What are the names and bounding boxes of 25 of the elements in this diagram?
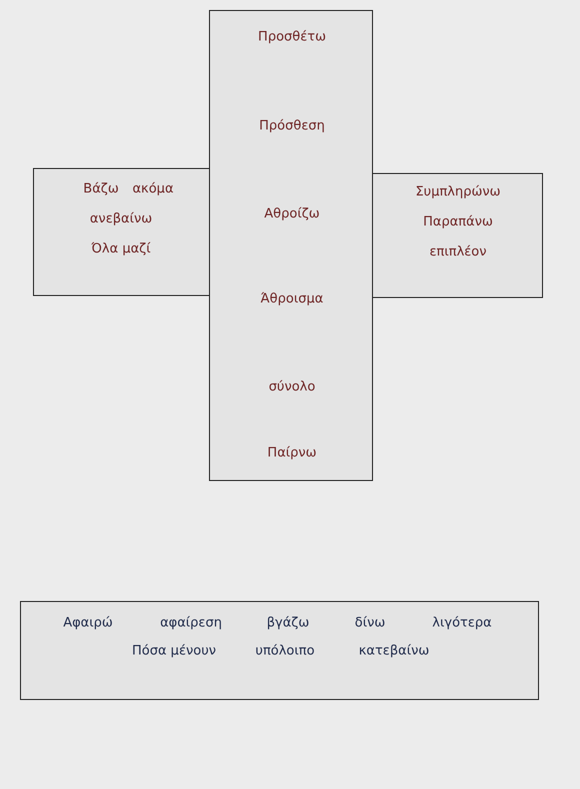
word: Παραπάνω <box>423 214 493 230</box>
word: Αφαιρώ <box>63 616 113 630</box>
word: Πρόσθεση <box>259 118 325 134</box>
word: ανεβαίνω <box>90 212 152 226</box>
word: Βάζω <box>83 182 119 196</box>
word: Άθροισμα <box>260 292 324 306</box>
word-box <box>209 10 373 481</box>
word: Αθροίζω <box>264 206 320 222</box>
word: σύνολο <box>268 380 316 394</box>
word: Παίρνω <box>267 446 317 460</box>
word: Προσθέτω <box>258 30 326 44</box>
word: δίνω <box>354 616 386 630</box>
word-box <box>372 173 543 298</box>
word-box <box>33 168 210 296</box>
word: βγάζω <box>266 616 310 630</box>
word: ακόμα <box>132 182 174 196</box>
word: αφαίρεση <box>160 616 222 630</box>
word: Πόσα μένουν <box>132 644 216 658</box>
word-box <box>20 601 539 700</box>
word: Όλα μαζί <box>91 242 151 256</box>
word: κατεβαίνω <box>358 644 430 658</box>
word: επιπλέον <box>430 244 486 260</box>
word: Συμπληρώνω <box>415 184 501 200</box>
word: λιγότερα <box>432 616 492 630</box>
word: υπόλοιπο <box>255 644 315 658</box>
